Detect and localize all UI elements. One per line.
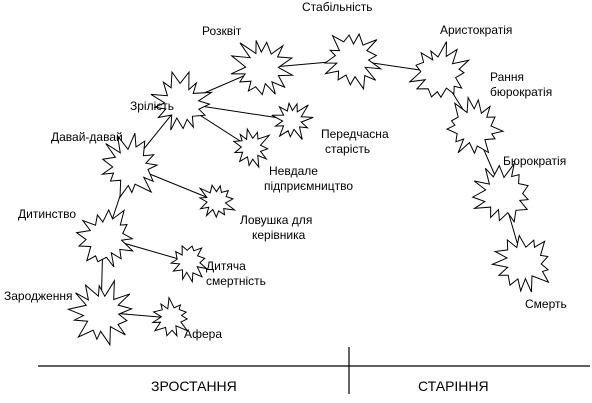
label-stability: Стабільність	[302, 0, 373, 14]
label-affair: Афера	[184, 327, 222, 341]
label-early-bureaucracy-line2: бюрократія	[490, 85, 552, 99]
star-prime	[230, 40, 295, 96]
label-maturity: Зрілість	[130, 99, 174, 113]
label-death: Смерть	[525, 297, 567, 311]
star-maturity	[150, 70, 214, 131]
label-early-bureaucracy-line1: Рання	[490, 70, 524, 84]
label-birth: Зародження	[4, 289, 72, 303]
star-aristocracy	[408, 41, 471, 99]
phase-axis: ЗРОСТАННЯ СТАРІННЯ	[38, 347, 590, 394]
label-infant-mortality-line2: смертність	[206, 274, 266, 288]
label-aristocracy: Аристократія	[440, 23, 512, 37]
label-founder-trap-line2: керівника	[252, 228, 306, 242]
label-founder-trap-line1: Ловушка для	[240, 213, 312, 227]
star-infant-mortality	[169, 244, 209, 284]
label-failed-entrepreneurship-line2: підприємництво	[264, 179, 353, 193]
label-infancy: Дитинство	[18, 207, 76, 221]
star-nodes	[66, 32, 550, 347]
phase-aging-label: СТАРІННЯ	[418, 378, 489, 394]
star-early-bureaucracy	[445, 95, 505, 155]
star-affair	[151, 295, 189, 338]
star-birth	[66, 278, 134, 347]
label-premature-aging-line2: старість	[325, 142, 370, 156]
star-premature-aging	[271, 101, 314, 140]
label-prime: Розквіт	[202, 24, 242, 38]
star-failed-entrepreneurship	[232, 127, 271, 169]
stage-labels: Зародження Дитинство Давай-давай Зріліст…	[4, 0, 567, 341]
label-bureaucracy: Бюрократія	[503, 154, 566, 168]
star-death	[490, 234, 550, 293]
label-failed-entrepreneurship-line1: Невдале	[269, 164, 318, 178]
label-premature-aging-line1: Передчасна	[321, 127, 389, 141]
phase-growth-label: ЗРОСТАННЯ	[151, 378, 237, 394]
label-gogo: Давай-давай	[51, 130, 123, 144]
label-infant-mortality-line1: Дитяча	[206, 259, 246, 273]
star-gogo	[100, 133, 159, 199]
star-stability	[323, 32, 383, 91]
star-bureaucracy	[471, 163, 530, 224]
star-infancy	[75, 208, 135, 268]
star-founder-trap	[198, 183, 237, 219]
